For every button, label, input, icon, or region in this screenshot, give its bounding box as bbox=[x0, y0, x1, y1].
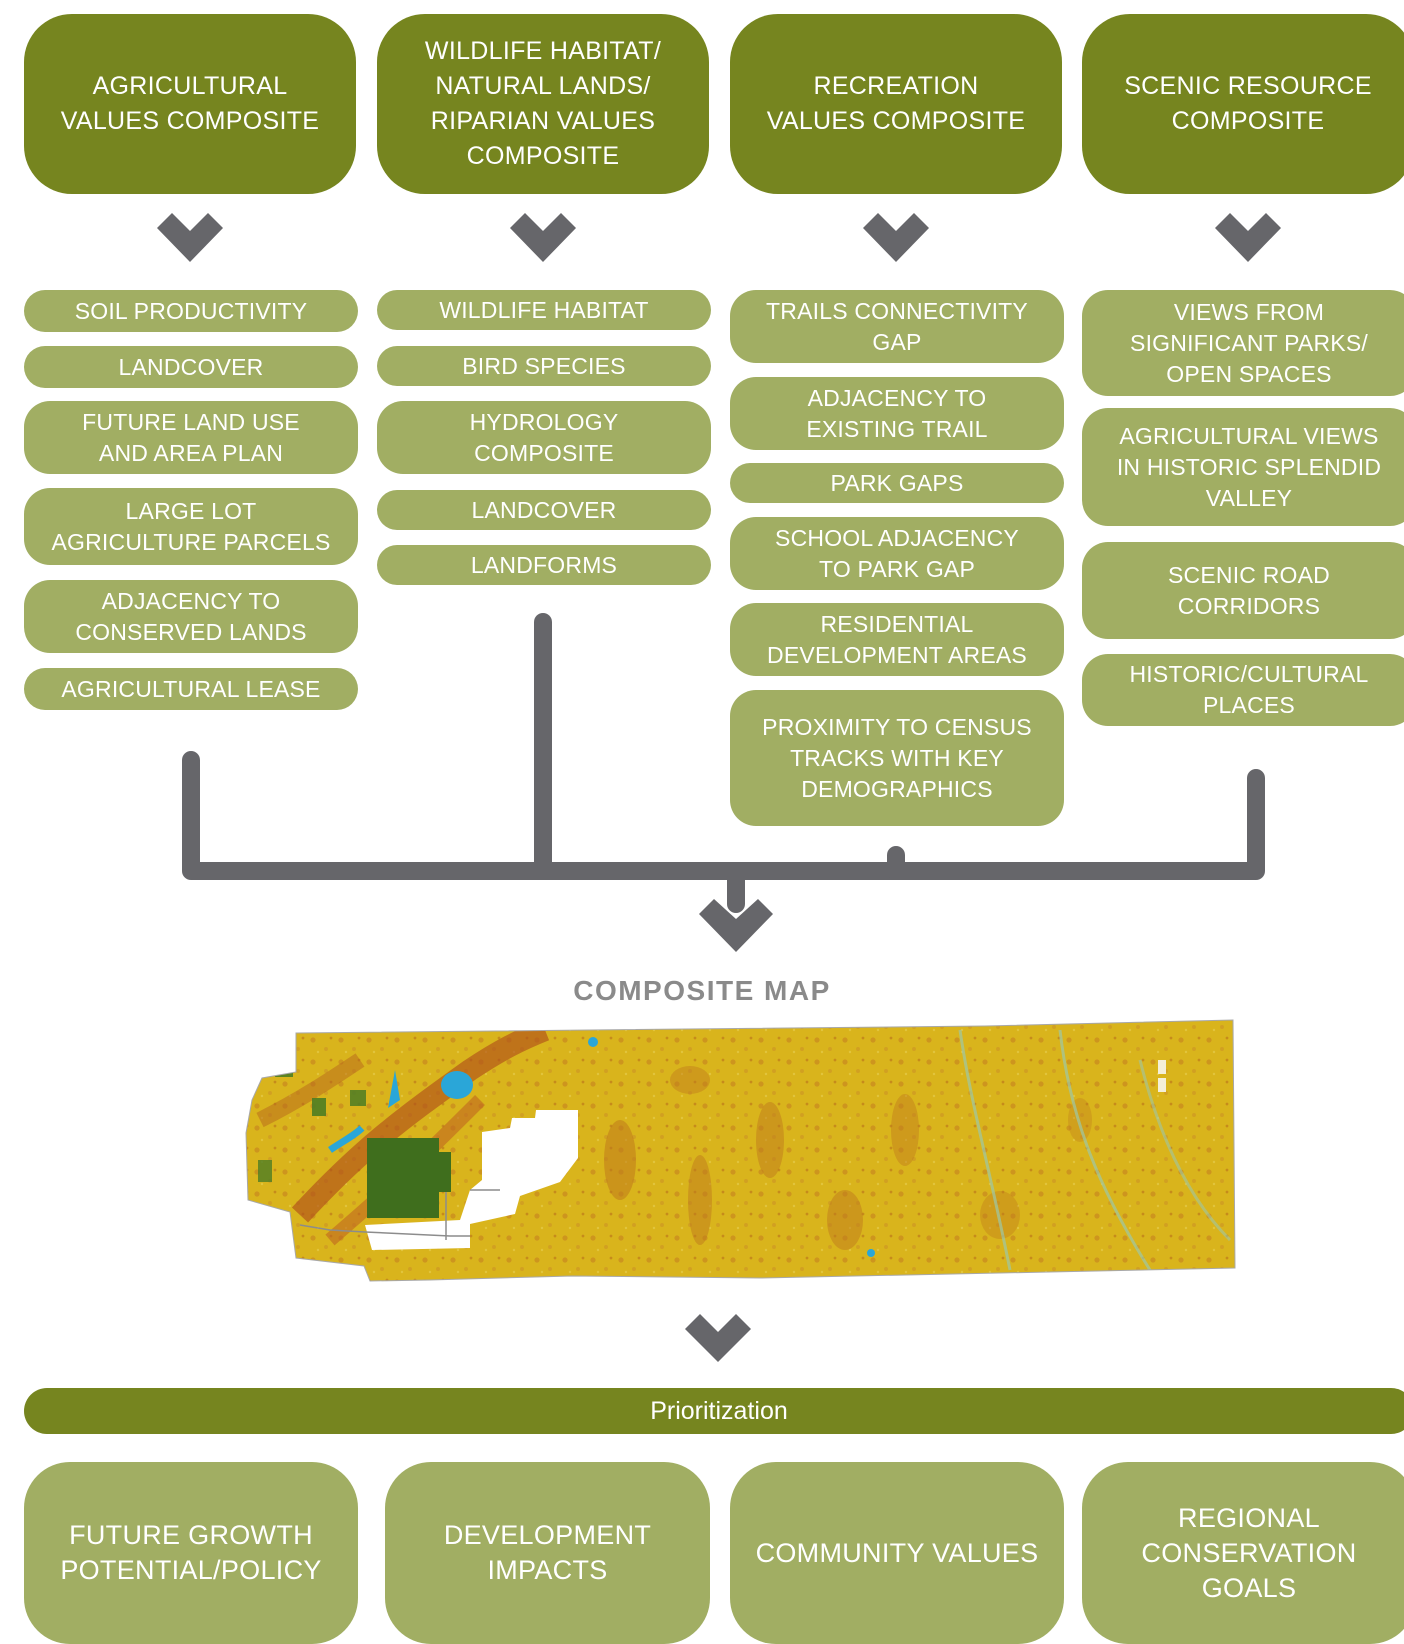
factor-pill: LARGE LOT AGRICULTURE PARCELS bbox=[24, 488, 358, 565]
merge-bracket bbox=[182, 613, 1265, 913]
outcome-label: COMMUNITY VALUES bbox=[755, 1537, 1039, 1568]
factor-pill: HYDROLOGY COMPOSITE bbox=[377, 401, 711, 474]
chevron-down-icon bbox=[699, 899, 773, 952]
header-label: AGRICULTURAL VALUES COMPOSITE bbox=[60, 72, 320, 135]
factor-pill: VIEWS FROM SIGNIFICANT PARKS/ OPEN SPACE… bbox=[1082, 290, 1404, 396]
prioritization-label: Prioritization bbox=[650, 1396, 788, 1425]
factor-label: HISTORIC/CULTURAL PLACES bbox=[1129, 661, 1369, 718]
chevron-down-icon bbox=[863, 213, 929, 262]
scenic-resource-header: SCENIC RESOURCE COMPOSITE bbox=[1082, 14, 1404, 194]
header-label: WILDLIFE HABITAT/ NATURAL LANDS/ RIPARIA… bbox=[424, 37, 662, 170]
factor-label: ADJACENCY TO CONSERVED LANDS bbox=[75, 587, 307, 645]
factor-label: SOIL PRODUCTIVITY bbox=[74, 297, 308, 324]
factor-label: PROXIMITY TO CENSUS TRACKS WITH KEY DEMO… bbox=[762, 713, 1032, 802]
outcome-box: FUTURE GROWTH POTENTIAL/POLICY bbox=[24, 1462, 358, 1644]
outcome-label: DEVELOPMENT IMPACTS bbox=[443, 1520, 652, 1585]
outcome-label: REGIONAL CONSERVATION GOALS bbox=[1141, 1502, 1357, 1603]
factor-pill: ADJACENCY TO CONSERVED LANDS bbox=[24, 580, 358, 653]
factor-pill: TRAILS CONNECTIVITY GAP bbox=[730, 290, 1064, 363]
factor-label: HYDROLOGY COMPOSITE bbox=[469, 408, 619, 466]
composite-map-title: COMPOSITE MAP bbox=[573, 975, 831, 1006]
header-label: SCENIC RESOURCE COMPOSITE bbox=[1124, 72, 1372, 135]
factor-label: ADJACENCY TO EXISTING TRAIL bbox=[806, 384, 988, 442]
factor-label: RESIDENTIAL DEVELOPMENT AREAS bbox=[767, 610, 1027, 668]
factor-label: LANDFORMS bbox=[470, 551, 618, 578]
factor-pill: ADJACENCY TO EXISTING TRAIL bbox=[730, 377, 1064, 450]
factor-pill: BIRD SPECIES bbox=[377, 346, 711, 386]
factor-label: LANDCOVER bbox=[118, 353, 264, 380]
header-label: RECREATION VALUES COMPOSITE bbox=[766, 72, 1026, 135]
factor-label: BIRD SPECIES bbox=[462, 352, 626, 379]
outcome-box: DEVELOPMENT IMPACTS bbox=[385, 1462, 710, 1644]
factor-pill: LANDFORMS bbox=[377, 545, 711, 585]
factor-label: TRAILS CONNECTIVITY GAP bbox=[766, 297, 1028, 355]
factor-pill: RESIDENTIAL DEVELOPMENT AREAS bbox=[730, 603, 1064, 676]
factor-pill: AGRICULTURAL LEASE bbox=[24, 668, 358, 710]
factor-label: FUTURE LAND USE AND AREA PLAN bbox=[82, 408, 300, 466]
outcome-label: FUTURE GROWTH POTENTIAL/POLICY bbox=[60, 1520, 322, 1585]
factor-pill: WILDLIFE HABITAT bbox=[377, 290, 711, 330]
factor-label: VIEWS FROM SIGNIFICANT PARKS/ OPEN SPACE… bbox=[1130, 298, 1368, 387]
factor-label: WILDLIFE HABITAT bbox=[439, 296, 649, 323]
factor-pill: PARK GAPS bbox=[730, 463, 1064, 503]
chevron-down-icon bbox=[510, 213, 576, 262]
chevron-down-icon bbox=[685, 1314, 751, 1362]
factor-pill: LANDCOVER bbox=[24, 346, 358, 388]
agricultural-values-header: AGRICULTURAL VALUES COMPOSITE bbox=[24, 14, 356, 194]
factor-pill: SOIL PRODUCTIVITY bbox=[24, 290, 358, 332]
outcome-box: REGIONAL CONSERVATION GOALS bbox=[1082, 1462, 1404, 1644]
factor-pill: PROXIMITY TO CENSUS TRACKS WITH KEY DEMO… bbox=[730, 690, 1064, 826]
wildlife-habitat-header: WILDLIFE HABITAT/ NATURAL LANDS/ RIPARIA… bbox=[377, 14, 709, 194]
chevron-down-icon bbox=[157, 213, 223, 262]
factor-label: LANDCOVER bbox=[471, 496, 617, 523]
factor-pill: SCHOOL ADJACENCY TO PARK GAP bbox=[730, 517, 1064, 590]
factor-label: AGRICULTURAL VIEWS IN HISTORIC SPLENDID … bbox=[1116, 422, 1382, 511]
factor-label: SCHOOL ADJACENCY TO PARK GAP bbox=[775, 524, 1019, 582]
prioritization-bar: Prioritization bbox=[24, 1388, 1404, 1434]
recreation-values-header: RECREATION VALUES COMPOSITE bbox=[730, 14, 1062, 194]
factor-label: PARK GAPS bbox=[830, 469, 964, 496]
factor-pill: SCENIC ROAD CORRIDORS bbox=[1082, 542, 1404, 639]
factor-label: AGRICULTURAL LEASE bbox=[61, 675, 321, 702]
factor-pill: AGRICULTURAL VIEWS IN HISTORIC SPLENDID … bbox=[1082, 408, 1404, 526]
factor-pill: FUTURE LAND USE AND AREA PLAN bbox=[24, 401, 358, 474]
outcome-box: COMMUNITY VALUES bbox=[730, 1462, 1064, 1644]
factor-pill: LANDCOVER bbox=[377, 490, 711, 530]
factor-pill: HISTORIC/CULTURAL PLACES bbox=[1082, 654, 1404, 726]
factor-label: LARGE LOT AGRICULTURE PARCELS bbox=[51, 497, 331, 555]
factor-label: SCENIC ROAD CORRIDORS bbox=[1168, 561, 1330, 619]
chevron-down-icon bbox=[1215, 213, 1281, 262]
